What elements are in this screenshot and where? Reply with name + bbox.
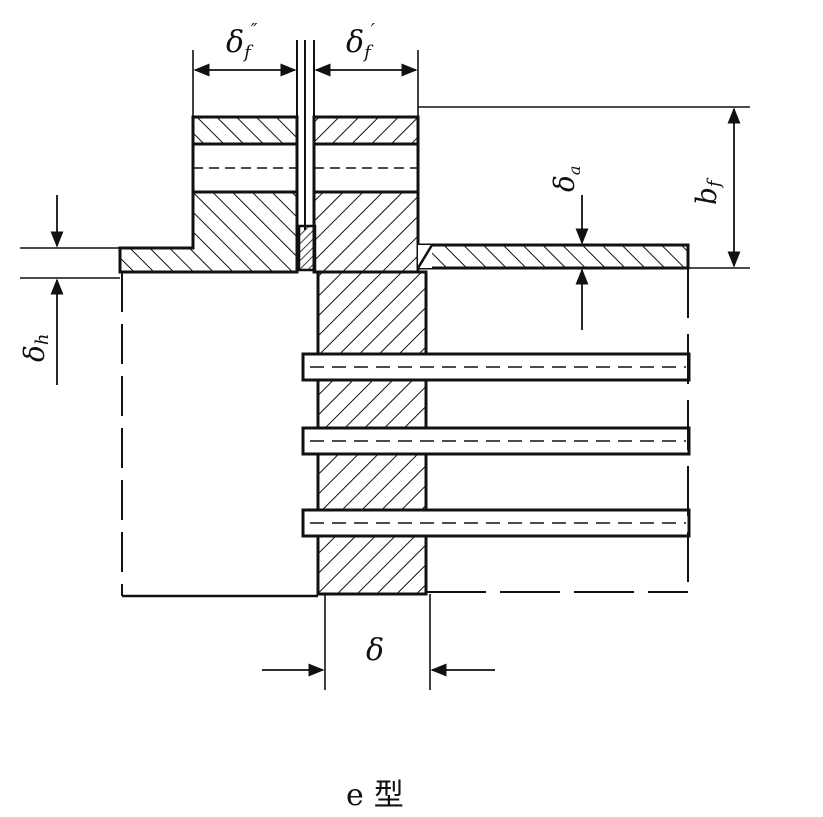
flange-gap-lines — [296, 40, 315, 230]
right-shell — [416, 243, 690, 270]
right-flange-body — [312, 190, 420, 274]
left-flange-top-ring — [191, 115, 299, 146]
left-flange-bolt-hole — [191, 142, 299, 194]
extension-lines — [20, 50, 750, 690]
label-delta-f-prime: δf′ — [346, 20, 375, 63]
tube-1 — [301, 352, 691, 382]
label-delta-f-double-prime: δf″ — [226, 20, 258, 63]
right-flange-bolt-hole — [312, 142, 420, 194]
label-delta-a: δa — [548, 166, 584, 192]
right-flange-top-ring — [312, 115, 420, 146]
hidden-outline-left — [121, 272, 318, 598]
label-b-f: bf — [690, 177, 725, 205]
tube-2 — [301, 426, 691, 456]
hidden-outline-right — [426, 268, 689, 593]
label-delta-h: δh — [18, 334, 53, 362]
label-delta: δ — [366, 633, 384, 668]
tube-3 — [301, 508, 691, 538]
left-flange-body — [118, 190, 299, 274]
